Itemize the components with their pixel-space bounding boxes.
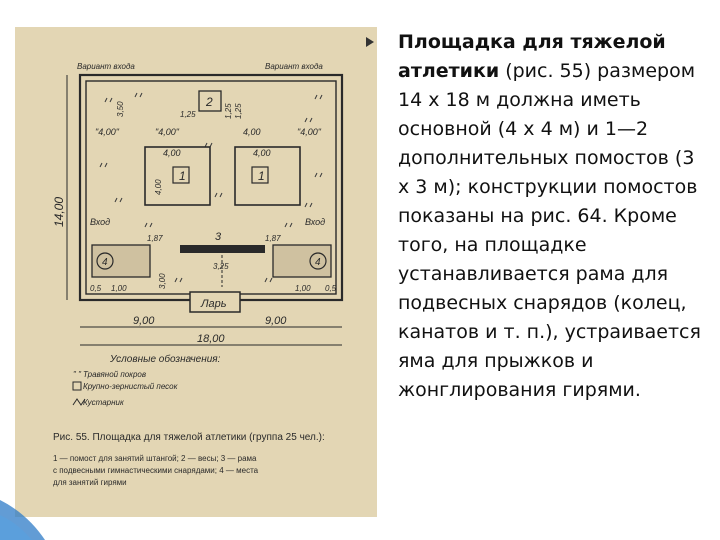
dim-9-right: 9,00 xyxy=(265,315,287,327)
caption-line-3: для занятий гирями xyxy=(53,478,127,487)
dim-4-00-f: 4,00 xyxy=(253,148,271,158)
scales-num: 2 xyxy=(205,95,213,109)
text-paragraph: Площадка для тяжелой атлетики (рис. 55) … xyxy=(378,28,706,405)
dim-1-87-right: 1,87 xyxy=(265,234,281,243)
variant-entrance-right: Вариант входа xyxy=(265,62,323,71)
text-block: Площадка для тяжелой атлетики (рис. 55) … xyxy=(366,28,706,405)
legend-sand-symbol xyxy=(72,381,82,391)
kettlebell-marker-left xyxy=(96,252,114,270)
legend-grass-symbol: " " xyxy=(73,370,82,379)
platform-main-left xyxy=(144,146,211,206)
dim-4-00-e: 4,00 xyxy=(163,148,181,158)
legend-sand: Крупно-зернистый песок xyxy=(83,382,179,391)
legend-grass: Травяной покров xyxy=(83,370,146,379)
kettlebell-num-left: 4 xyxy=(102,257,108,268)
entrance-right: Вход xyxy=(305,217,325,227)
dim-1-87-left: 1,87 xyxy=(147,234,163,243)
dim-1-00-right: 1,00 xyxy=(295,284,311,293)
legend-bush-symbol xyxy=(72,398,86,406)
dim-4-00-a: "4,00" xyxy=(95,127,120,137)
platform-main-right xyxy=(234,146,301,206)
text-body: (рис. 55) размером 14 х 18 м должна имет… xyxy=(398,60,701,401)
dim-0-5-right: 0,5 xyxy=(325,284,337,293)
dim-1-25-far: 1,25 xyxy=(234,103,243,119)
figure-55-scan: 1 1 2 3 4 4 Ларь 14,00 9,00 9,00 18,00 В… xyxy=(15,27,377,517)
dim-0-5-left: 0,5 xyxy=(90,284,102,293)
corner-wave-decoration xyxy=(0,500,45,540)
dim-4-00-d: "4,00" xyxy=(297,127,322,137)
dim-3-50: 3,50 xyxy=(116,101,125,117)
kettlebell-zone-right xyxy=(272,244,332,278)
kettlebell-marker-right xyxy=(309,252,327,270)
bullet-arrow-icon xyxy=(366,37,374,47)
frame-bar xyxy=(180,245,265,253)
m0-35-c15-42-25-52-32-60-l0-60-z xyxy=(0,515,32,540)
caption-line-2: с подвесными гимнастическими снарядами; … xyxy=(53,466,259,475)
legend-bush: Кустарник xyxy=(83,398,125,407)
dim-9-left: 9,00 xyxy=(133,315,155,327)
box-larь xyxy=(189,291,241,313)
plan-drawing: 1 1 2 3 4 4 Ларь 14,00 9,00 9,00 18,00 В… xyxy=(52,62,344,487)
dim-1-00-left: 1,00 xyxy=(111,284,127,293)
variant-entrance-left: Вариант входа xyxy=(77,62,135,71)
box-label: Ларь xyxy=(200,298,227,310)
dim-3-00: 3,00 xyxy=(158,273,167,289)
platform-center-left xyxy=(172,166,190,184)
caption-line-1: 1 — помост для занятий штангой; 2 — весы… xyxy=(53,454,257,463)
caption-title: Рис. 55. Площадка для тяжелой атлетики (… xyxy=(53,432,325,443)
dim-1-25-top: 1,25 xyxy=(180,110,196,119)
dim-1-25-right: 1,25 xyxy=(224,103,233,119)
frame-num: 3 xyxy=(215,231,222,243)
platform-center-right xyxy=(251,166,269,184)
scales-box xyxy=(198,90,222,112)
dim-14: 14,00 xyxy=(52,197,66,227)
dim-4-00-vert: 4,00 xyxy=(154,179,163,195)
dim-4-00-b: "4,00" xyxy=(155,127,180,137)
platform-num-left: 1 xyxy=(179,169,186,183)
dim-3-25: 3,25 xyxy=(213,262,229,271)
grass-hatching xyxy=(99,92,323,283)
dim-18: 18,00 xyxy=(197,333,225,345)
entrance-left: Вход xyxy=(90,217,110,227)
platform-num-right: 1 xyxy=(258,169,265,183)
kettlebell-zone-left xyxy=(91,244,151,278)
text-title: Площадка для тяжелой атлетики xyxy=(398,31,666,82)
legend-title: Условные обозначения: xyxy=(109,353,221,365)
kettlebell-num-right: 4 xyxy=(315,257,321,268)
dim-4-00-c: 4,00 xyxy=(243,127,261,137)
